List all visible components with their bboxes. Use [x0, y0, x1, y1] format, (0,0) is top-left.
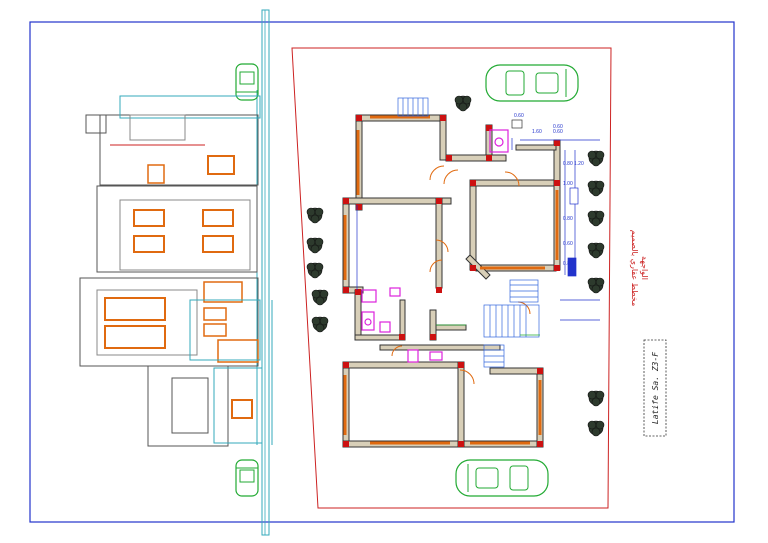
column-marker	[446, 155, 452, 161]
tree-icon	[306, 237, 324, 254]
column-marker	[436, 287, 442, 293]
svg-text:0.60: 0.60	[563, 241, 573, 247]
column-marker	[458, 441, 464, 447]
tree-icon	[587, 210, 605, 227]
svg-text:الواجهة: الواجهة	[640, 256, 649, 280]
facade-window	[133, 209, 234, 253]
svg-text:0.80: 0.80	[563, 216, 573, 222]
car-icon	[235, 459, 259, 497]
column-marker	[537, 441, 543, 447]
svg-text:0.80: 0.80	[563, 161, 573, 167]
facade-window	[207, 155, 235, 175]
facade-block-bottom	[147, 365, 229, 447]
column-marker	[554, 180, 560, 186]
facade-window	[231, 399, 253, 419]
floor-plan: 0.60 1.60 0.60 0.60 0.80 1.00 0.80 0.60 …	[291, 47, 612, 509]
column-marker	[430, 334, 436, 340]
column-marker	[458, 362, 464, 368]
svg-text:0.60: 0.60	[553, 124, 563, 130]
column-marker	[486, 155, 492, 161]
column-marker	[343, 198, 349, 204]
column-marker	[343, 287, 349, 293]
column-marker	[355, 289, 361, 295]
svg-text:مخطط عقاري بالصميم: مخطط عقاري بالصميم	[630, 230, 639, 306]
column-marker	[486, 125, 492, 131]
column-marker	[470, 180, 476, 186]
tree-icon	[587, 242, 605, 259]
dimension-labels: 0.60 1.60 0.60 0.60 0.80 1.00 0.80 0.60 …	[514, 113, 584, 267]
svg-text:0.60: 0.60	[514, 113, 524, 119]
facade-elevation	[79, 9, 273, 536]
svg-text:0.60: 0.60	[553, 129, 563, 135]
tree-icon	[454, 95, 472, 112]
tree-icon	[306, 207, 324, 224]
svg-text:1.00: 1.00	[563, 181, 573, 187]
column-marker	[343, 362, 349, 368]
facade-axis-band	[261, 9, 270, 536]
column-marker	[343, 441, 349, 447]
tree-group	[306, 95, 605, 437]
walls-upper-wing	[342, 114, 561, 294]
car-icon	[235, 63, 259, 101]
column-marker	[470, 265, 476, 271]
facade-block-middle	[96, 185, 258, 273]
dimension-lines	[356, 119, 600, 321]
column-marker	[356, 115, 362, 121]
tree-icon	[587, 277, 605, 294]
column-marker	[399, 334, 405, 340]
column-markers	[343, 115, 560, 447]
walls-lower-wing	[342, 289, 544, 448]
window-marks	[343, 115, 559, 445]
svg-text:0.80: 0.80	[563, 261, 573, 267]
facade-window	[104, 281, 259, 363]
tree-icon	[587, 390, 605, 407]
tree-icon	[587, 180, 605, 197]
column-marker	[537, 368, 543, 374]
tree-icon	[587, 150, 605, 167]
column-marker	[436, 198, 442, 204]
car-icon	[485, 64, 579, 102]
tree-icon	[311, 316, 329, 333]
staircase-icon	[397, 97, 540, 368]
tree-icon	[587, 420, 605, 437]
tree-icon	[306, 262, 324, 279]
title-stamp-text: Latife Sa. Z3-F	[651, 352, 660, 424]
column-marker	[554, 140, 560, 146]
column-marker	[440, 115, 446, 121]
column-marker	[356, 204, 362, 210]
sheet-frame	[29, 21, 735, 523]
plot-boundary	[291, 47, 612, 509]
title-stamp: Latife Sa. Z3-F	[643, 339, 667, 437]
arabic-note: مخطط عقاري بالصميم الواجهة	[630, 230, 649, 306]
column-marker	[554, 265, 560, 271]
facade-block-lower	[79, 277, 259, 367]
car-icon	[455, 459, 549, 497]
svg-text:1.60: 1.60	[532, 129, 542, 135]
tree-icon	[311, 289, 329, 306]
svg-text:1.20: 1.20	[574, 161, 584, 167]
toilet-icon	[361, 129, 509, 363]
door-swing-icon	[391, 165, 531, 385]
